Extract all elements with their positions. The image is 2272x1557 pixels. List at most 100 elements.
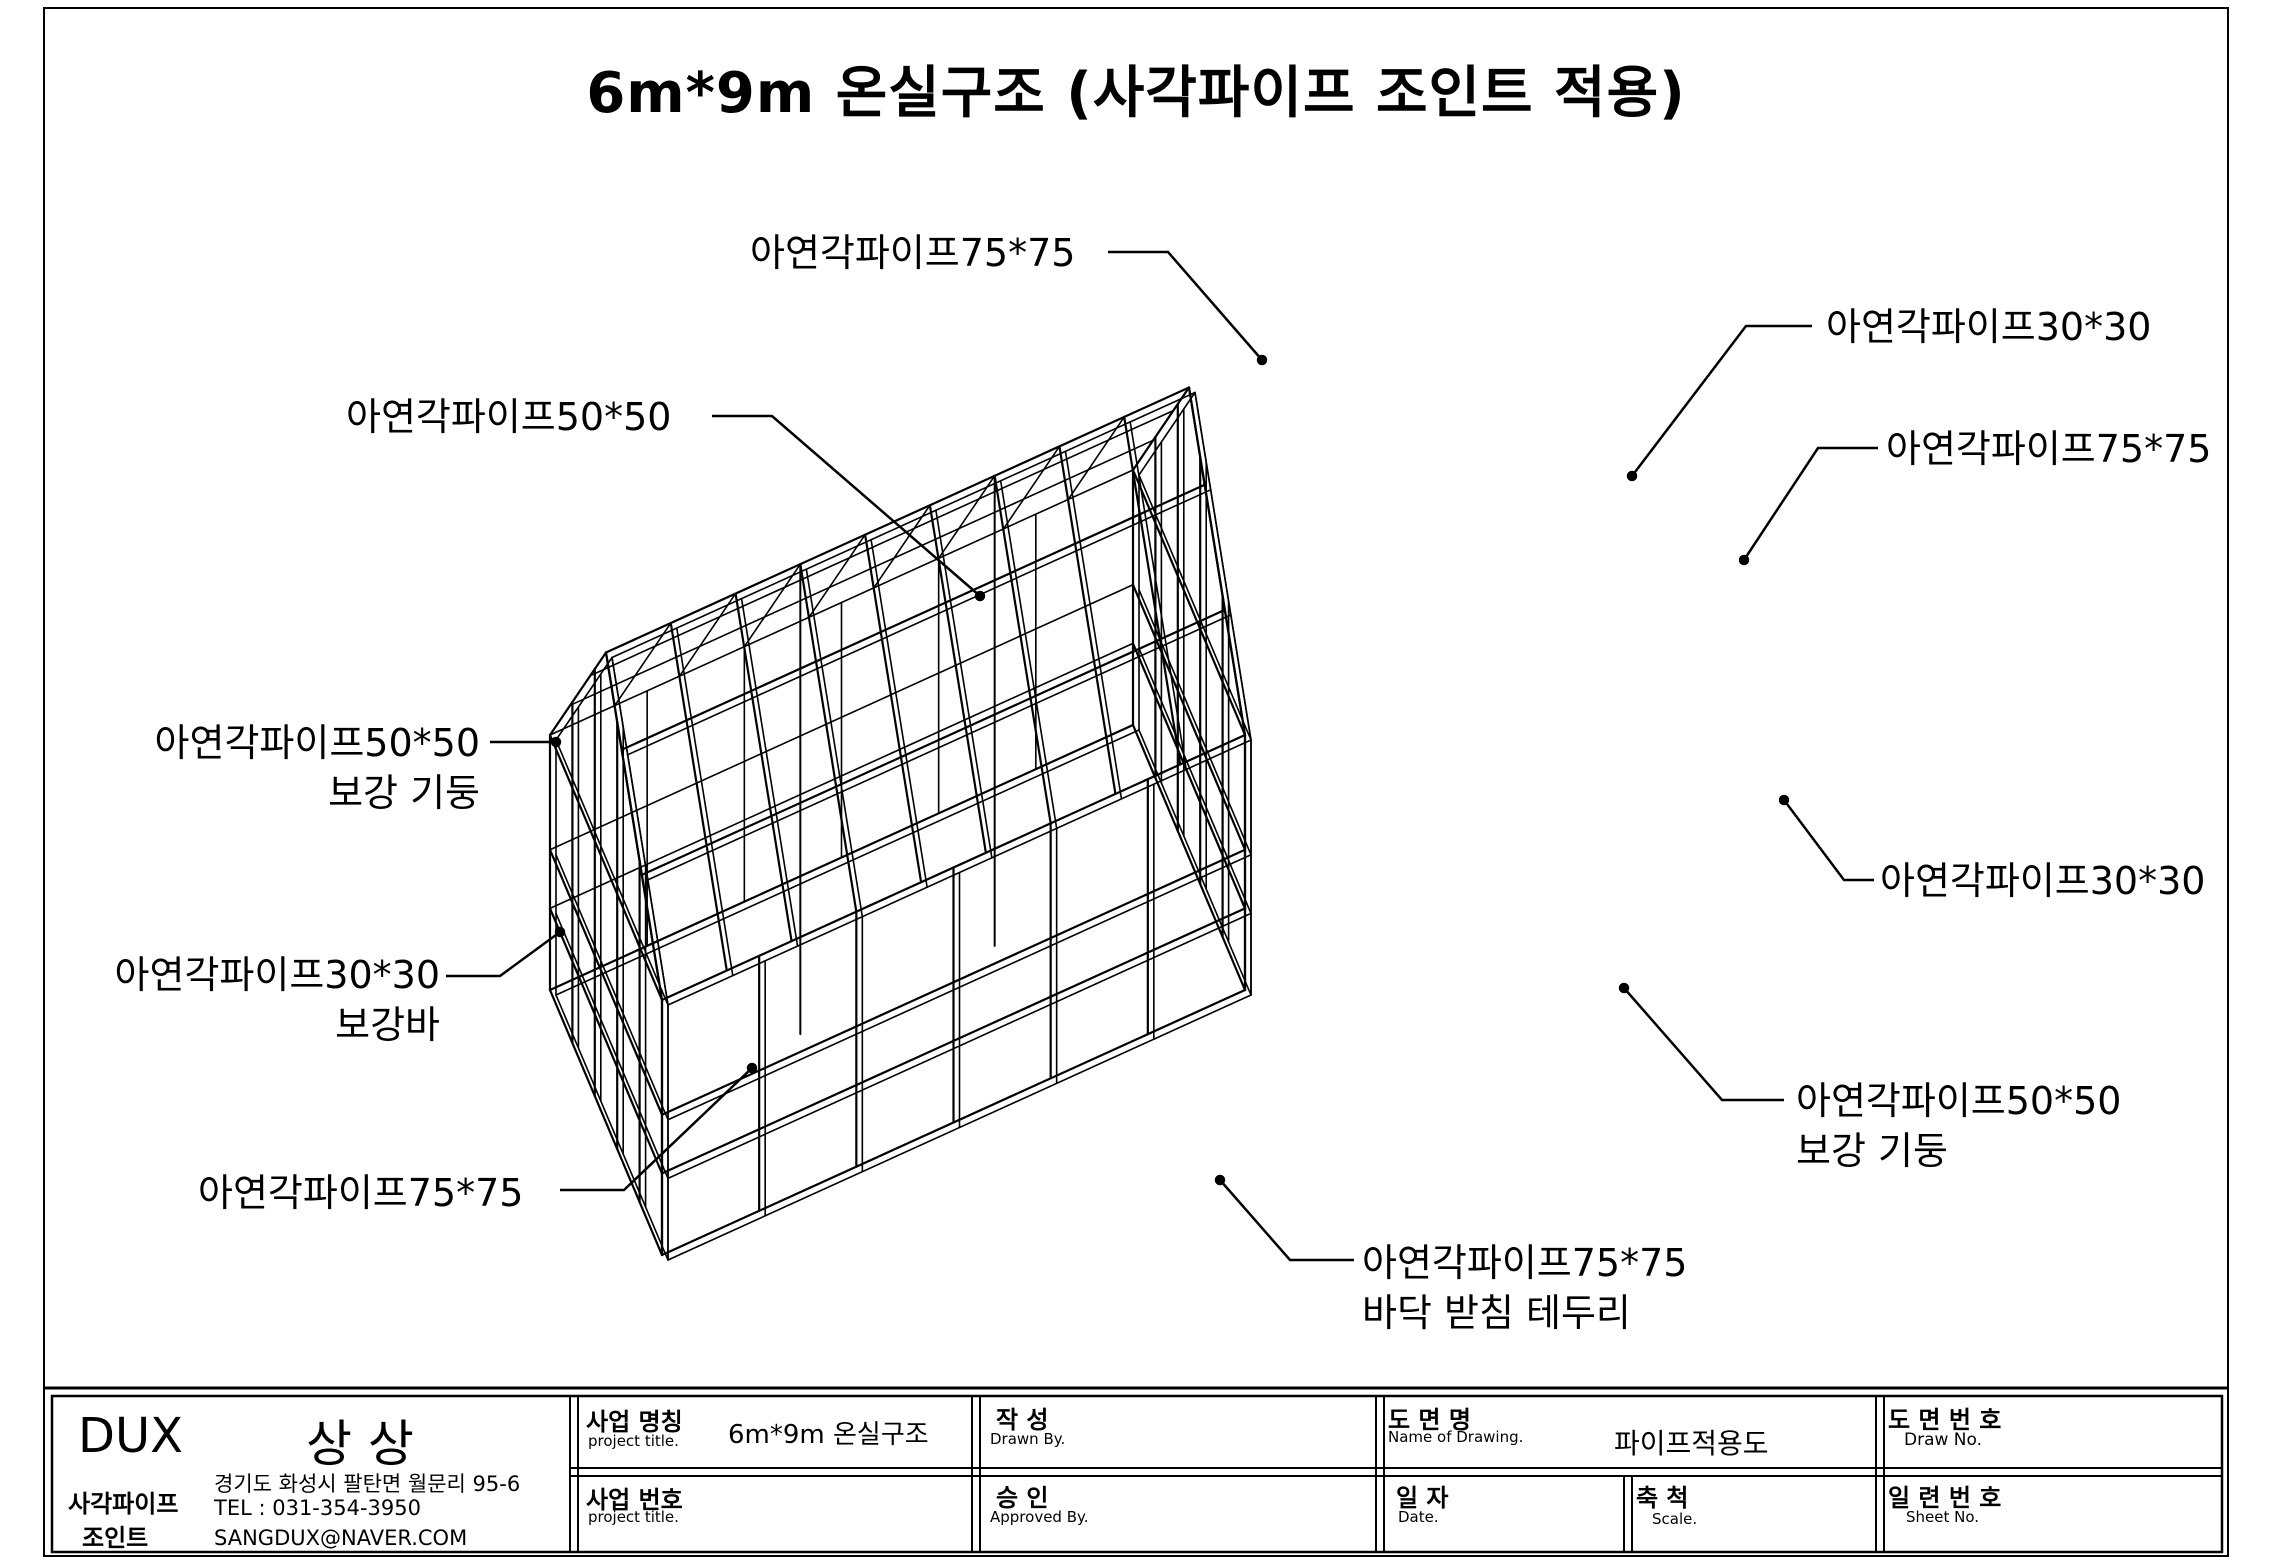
roof-rafter-back: [1067, 416, 1126, 501]
company-tel: TEL : 031-354-3950: [214, 1496, 421, 1520]
leader-line: [1623, 987, 1784, 1102]
callout-side-post-right-line2: 보강 기둥: [1796, 1129, 1948, 1173]
draw-no-sub: Draw No.: [1904, 1430, 1983, 1450]
gable-rail: [548, 907, 664, 1175]
gable-rail: [1138, 588, 1252, 856]
leader-line: [1108, 250, 1263, 361]
roof-rafter-back: [808, 533, 866, 619]
leader-arrow: [1618, 982, 1630, 994]
callout-brace-left-line2: 보강바: [335, 1003, 440, 1047]
gable-rail: [1131, 468, 1247, 737]
scale-sub: Scale.: [1652, 1510, 1698, 1528]
drawn-label: 작 성: [996, 1406, 1049, 1434]
roof-rafter-back: [549, 651, 607, 736]
callout-end-post-left: 아연각파이프50*50 보강 기둥: [110, 718, 480, 818]
drawing-name-value: 파이프적용도: [1614, 1427, 1769, 1460]
company-name: 상 상: [306, 1415, 414, 1473]
side-rail: [667, 912, 1252, 1180]
callout-brace-left-line1: 아연각파이프30*30: [114, 953, 440, 997]
side-rail: [660, 733, 1247, 1002]
roof-rafter: [935, 509, 993, 859]
leader-arrow: [550, 736, 562, 748]
back-rail: [549, 469, 1134, 736]
leader-line: [1631, 324, 1812, 477]
roof-rafter-back: [613, 622, 672, 707]
greenhouse-structure: [548, 386, 1252, 1261]
roof-rafter: [805, 568, 864, 918]
gable-rafter: [1138, 391, 1196, 476]
company-email: SANGDUX@NAVER.COM: [214, 1526, 468, 1550]
roof-rafter-back: [678, 592, 737, 677]
callout-base-frame-line2: 바닥 받침 테두리: [1362, 1291, 1631, 1335]
roof-rafter-back: [1132, 386, 1190, 471]
leader-line: [560, 1067, 753, 1192]
leader-arrow: [1738, 554, 1750, 566]
roof-rafter: [999, 480, 1058, 830]
roof-rafter: [669, 621, 728, 972]
approved-sub: Approved By.: [990, 1508, 1089, 1526]
callout-side-post-right-line1: 아연각파이프50*50: [1796, 1079, 2122, 1123]
back-rail: [549, 642, 1134, 910]
roof-purlin: [620, 483, 1206, 751]
callout-end-post-left-line1: 아연각파이프50*50: [154, 721, 480, 765]
project-name-sub: project title.: [588, 1432, 679, 1450]
callout-ridge-pipe: 아연각파이프75*75: [750, 231, 1076, 275]
side-rail: [660, 848, 1247, 1116]
roof-rafter: [928, 504, 987, 854]
gable-rail: [555, 739, 669, 1006]
roof-rafter: [799, 563, 858, 913]
leader-arrow: [554, 926, 566, 938]
leader-arrow: [746, 1062, 758, 1074]
roof-purlin: [626, 488, 1212, 756]
approved-label: 승 인: [996, 1484, 1049, 1512]
sheet-no-sub: Sheet No.: [1906, 1508, 1980, 1526]
callout-end-post-left-line2: 보강 기둥: [328, 771, 480, 815]
callout-roof-purlin-right: 아연각파이프30*30: [1826, 305, 2152, 349]
callout-side-bar-right: 아연각파이프30*30: [1880, 859, 2206, 903]
callout-rafter-right: 아연각파이프75*75: [1886, 427, 2212, 471]
roof-purlin-back: [569, 439, 1154, 707]
roof-rafter: [1058, 445, 1117, 795]
roof-rafter: [870, 538, 928, 889]
roof-rafter-back: [937, 475, 996, 560]
company-address: 경기도 화성시 팔탄면 월문리 95-6: [214, 1472, 521, 1496]
roof-purlin: [640, 608, 1226, 877]
sheet-no-label: 일 련 번 호: [1888, 1484, 2002, 1512]
date-label: 일 자: [1396, 1484, 1449, 1512]
draw-no-label: 도 면 번 호: [1888, 1406, 2002, 1434]
company-sub-1: 사각파이프: [68, 1490, 179, 1518]
roof-rafter: [1123, 415, 1182, 766]
drawn-sub: Drawn By.: [990, 1430, 1066, 1448]
gable-rail: [1138, 647, 1252, 915]
leader-line: [1742, 446, 1878, 561]
back-rail: [549, 583, 1134, 851]
leader-line: [446, 930, 561, 978]
callout-rafter-left: 아연각파이프50*50: [346, 395, 672, 439]
leader-arrow: [1256, 354, 1268, 366]
drawing-title: 6m*9m 온실구조 (사각파이프 조인트 적용): [586, 61, 1686, 126]
gable-rail: [548, 848, 664, 1116]
callout-frame-left: 아연각파이프75*75: [198, 1171, 524, 1215]
side-rail: [667, 739, 1252, 1006]
roof-rafter-back: [743, 563, 802, 648]
leader-line: [712, 414, 981, 597]
leader-line: [1783, 799, 1874, 882]
gable-rail: [555, 912, 669, 1180]
company-logo: DUX: [78, 1408, 183, 1464]
callout-base-frame-line1: 아연각파이프75*75: [1362, 1241, 1688, 1285]
roof-rafter: [604, 651, 664, 1002]
roof-purlin-back: [589, 409, 1175, 677]
ridge-pipe: [611, 391, 1196, 659]
gable-rail: [1131, 642, 1247, 910]
roof-purlin: [647, 614, 1232, 881]
scale-label: 축 척: [1636, 1484, 1689, 1512]
roof-rafter: [1194, 391, 1252, 741]
roof-rafter: [611, 656, 669, 1006]
leader-arrow: [1214, 1174, 1226, 1186]
leader-arrow: [1626, 470, 1638, 482]
roof-rafter: [734, 592, 793, 943]
base-frame-left: [548, 988, 664, 1257]
gable-rail: [1131, 583, 1247, 851]
